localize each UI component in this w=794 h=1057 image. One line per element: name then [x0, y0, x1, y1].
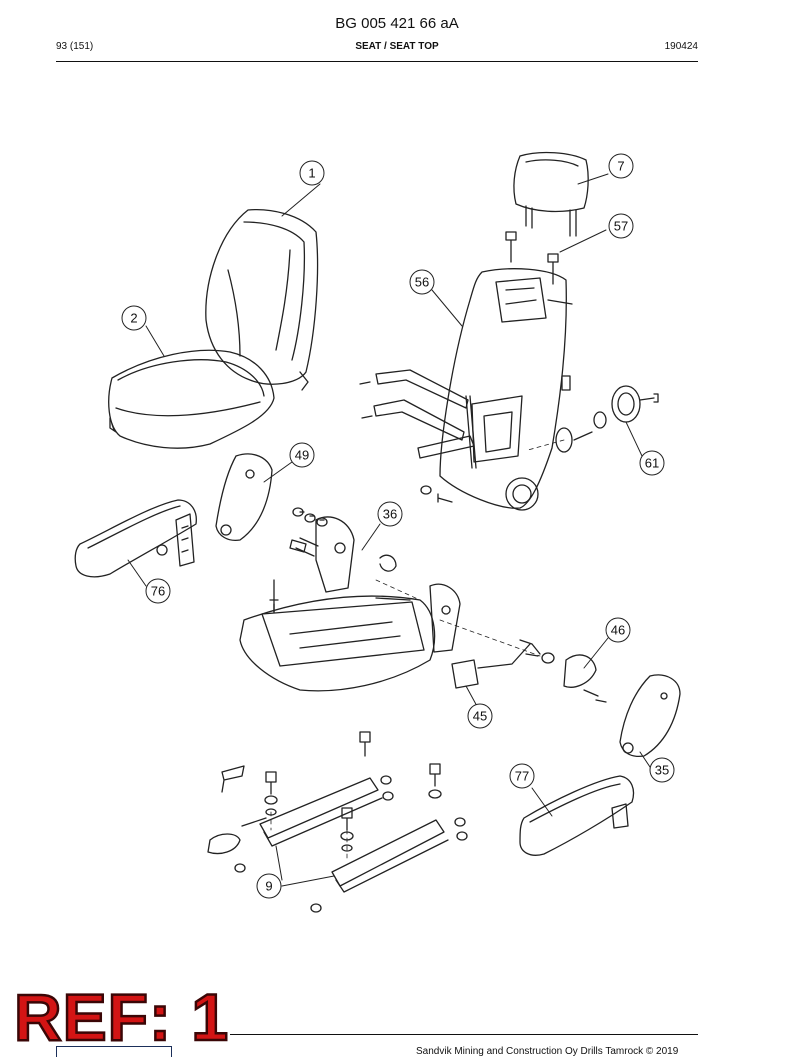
document-title: BG 005 421 66 aA — [335, 15, 459, 32]
seat-base-frame-drawing — [239, 511, 461, 692]
callout-76: 76 — [151, 584, 165, 599]
company-logo — [56, 1046, 172, 1057]
callout-61: 61 — [645, 456, 659, 471]
recliner-knob-drawing — [555, 385, 659, 453]
backrest-frame-drawing — [439, 268, 573, 511]
callout-36: 36 — [383, 507, 397, 522]
backrest-bracket-drawing — [359, 369, 477, 469]
fastener-set-drawing — [234, 507, 555, 913]
callout-circles — [121, 153, 675, 899]
side-panel-right-drawing — [619, 674, 681, 758]
headrest-drawing — [513, 151, 589, 237]
header-rule — [56, 61, 698, 62]
callout-1: 1 — [308, 166, 315, 181]
footer-copyright: Sandvik Mining and Construction Oy Drill… — [416, 1046, 679, 1057]
adjust-lever-drawing — [451, 639, 607, 703]
leader-lines — [127, 173, 653, 887]
callout-35: 35 — [655, 763, 669, 778]
callout-46: 46 — [611, 623, 625, 638]
seat-cushion-drawing — [108, 349, 275, 449]
callout-9: 9 — [265, 879, 272, 894]
side-panel-left-drawing — [215, 453, 273, 542]
page-number: 93 (151) — [56, 41, 94, 52]
headrest-pins-drawing — [505, 231, 559, 285]
callout-7: 7 — [617, 159, 624, 174]
ref-stamp: REF: 1 — [13, 980, 230, 1054]
callout-57: 57 — [614, 219, 628, 234]
exploded-parts-diagram: 1 7 57 56 2 49 61 36 76 46 45 35 77 9 — [74, 151, 681, 913]
callout-56: 56 — [415, 275, 429, 290]
date-code: 190424 — [664, 41, 698, 52]
callout-2: 2 — [130, 311, 137, 326]
footer-rule — [230, 1034, 698, 1035]
slide-rails-drawing — [207, 765, 449, 893]
callout-49: 49 — [295, 448, 309, 463]
callout-45: 45 — [473, 709, 487, 724]
callout-77: 77 — [515, 769, 529, 784]
armrest-left-drawing — [74, 499, 197, 578]
section-title: SEAT / SEAT TOP — [355, 41, 439, 52]
armrest-right-drawing — [519, 775, 635, 856]
washer-bolt-drawing — [420, 485, 453, 503]
assembly-guide-lines — [270, 439, 565, 861]
backrest-cushion-drawing — [205, 208, 319, 391]
